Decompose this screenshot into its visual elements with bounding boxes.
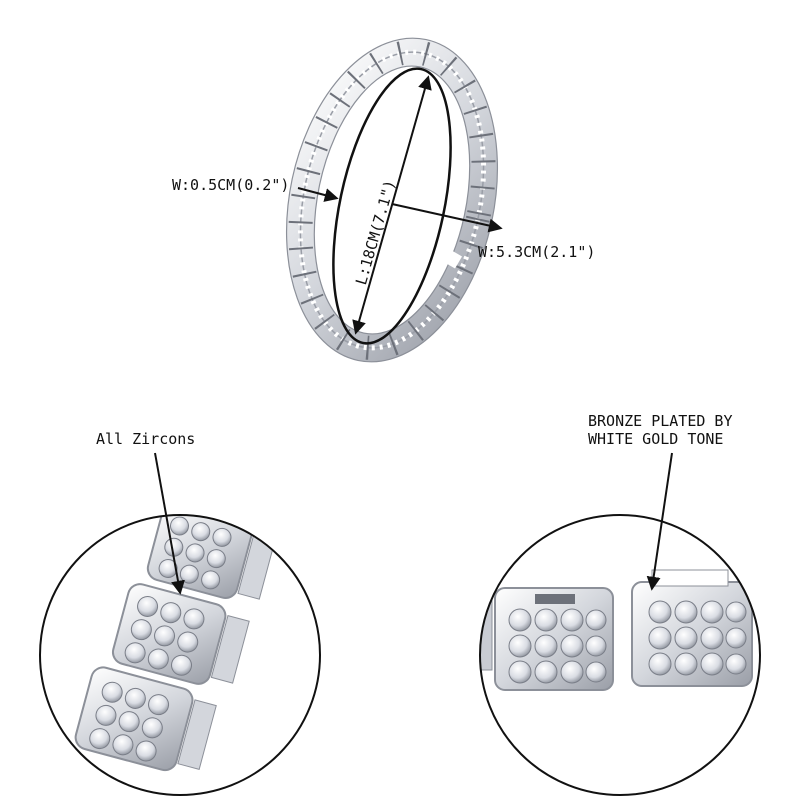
inner-outline bbox=[332, 67, 452, 345]
zoom-circle-left bbox=[39, 514, 321, 796]
zoom-circle-right bbox=[479, 514, 761, 796]
zircons-label: All Zircons bbox=[96, 430, 196, 448]
plating-detail-view bbox=[479, 514, 761, 796]
plating-label-line2: WHITE GOLD TONE bbox=[588, 430, 724, 448]
band-width-label: W:0.5CM(0.2") bbox=[172, 176, 290, 194]
band-width-line bbox=[297, 187, 339, 202]
opening-width-label: W:5.3CM(2.1") bbox=[478, 243, 596, 261]
plating-label-line1: BRONZE PLATED BY bbox=[588, 412, 733, 430]
opening-width-line bbox=[391, 203, 503, 233]
zircons-pointer-line bbox=[154, 452, 185, 595]
plating-pointer-line bbox=[646, 452, 673, 591]
zircons-detail-view bbox=[39, 514, 321, 796]
